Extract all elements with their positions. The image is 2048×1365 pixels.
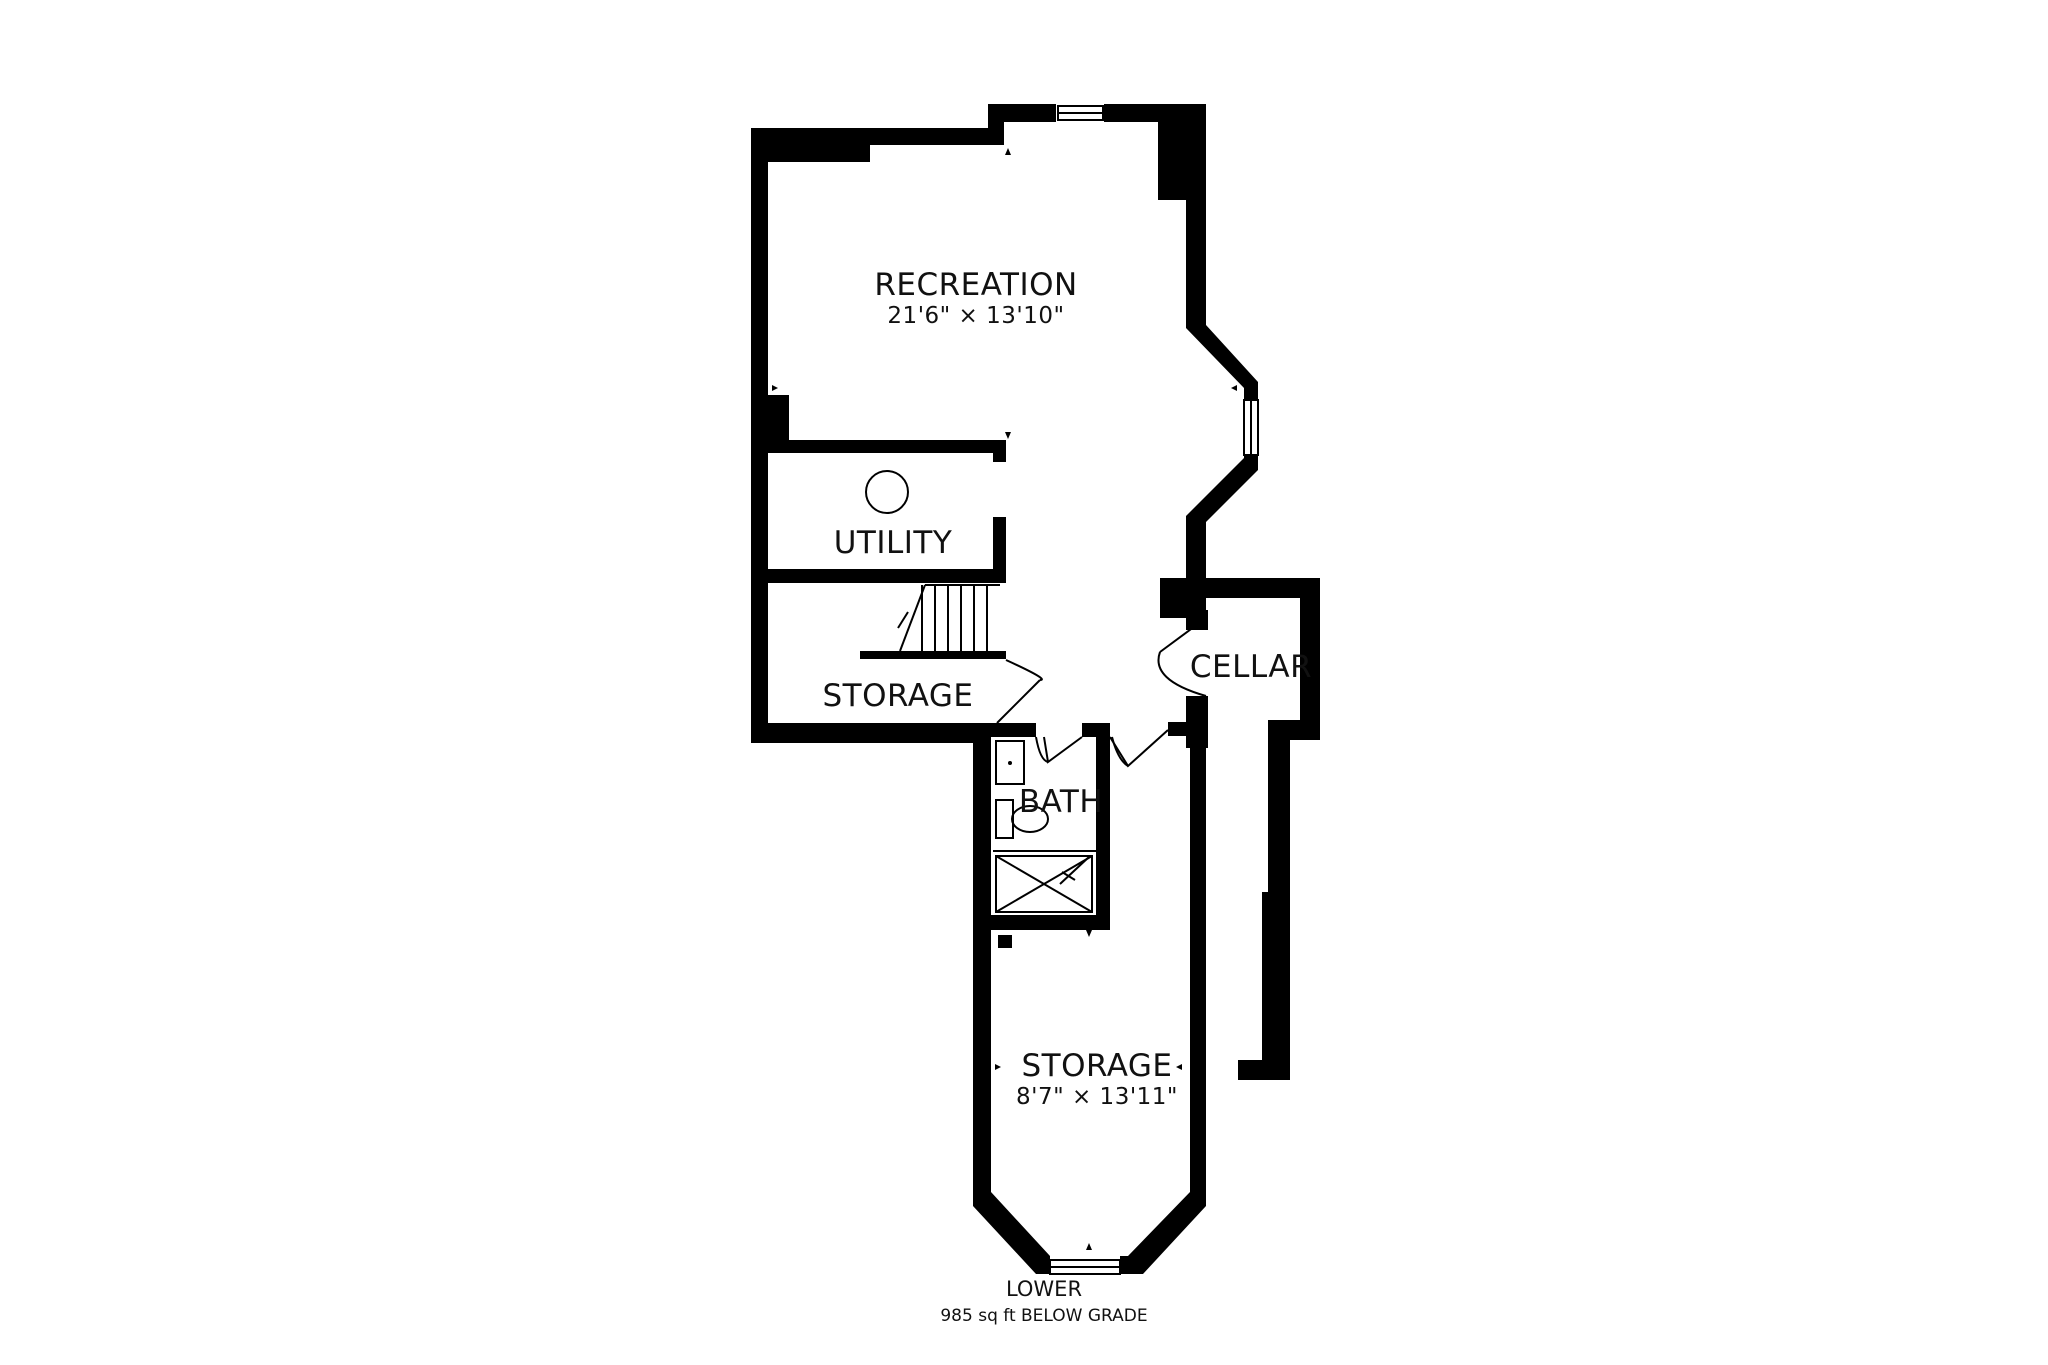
wall-utility-top-end	[993, 440, 1006, 462]
fixtures	[865, 470, 1098, 913]
floor-name: LOWER	[1006, 1277, 1082, 1301]
wall-storage-bottom	[751, 723, 991, 743]
wall-cellar-outer	[1206, 578, 1320, 1080]
wall-lower-left	[973, 723, 991, 1183]
wall-small-square	[998, 935, 1012, 948]
wall-cellar-pillar-low	[1186, 696, 1208, 748]
wall-bath-bottom	[991, 915, 1110, 930]
door-lower-storage-swing	[1111, 736, 1129, 767]
door-lower-storage	[1109, 729, 1169, 768]
water-heater-icon	[865, 470, 909, 514]
door-bath	[1043, 736, 1083, 764]
floor-area: 985 sq ft BELOW GRADE	[940, 1306, 1147, 1326]
toilet-bowl-icon	[1011, 805, 1049, 833]
windows	[1049, 105, 1259, 1275]
shower-icon	[995, 855, 1093, 913]
room-labels: RECREATION 21'6" × 13'10" UTILITY STORAG…	[822, 267, 1312, 1326]
walls	[751, 104, 1320, 1274]
dimension-markers	[772, 148, 1237, 1250]
doors	[996, 617, 1207, 768]
room-utility-name: UTILITY	[834, 525, 953, 561]
room-storage-lower-dims: 8'7" × 13'11"	[1016, 1084, 1178, 1110]
wall-cellar-right-thick	[1262, 892, 1290, 1080]
wall-bath-right	[1096, 730, 1110, 930]
room-bath-name: BATH	[1019, 784, 1103, 820]
wall-utility-right	[993, 517, 1006, 583]
sink-icon	[995, 740, 1025, 785]
door-storage-upper	[996, 659, 1043, 724]
door-cellar	[1157, 617, 1207, 697]
toilet-tank-icon	[995, 799, 1014, 839]
wall-right-bay-lower	[1186, 455, 1258, 578]
room-recreation-dims: 21'6" × 13'10"	[887, 303, 1064, 329]
room-storage-lower-name: STORAGE	[1021, 1048, 1172, 1084]
wall-utility-bottom	[768, 569, 1006, 583]
stairs	[897, 584, 1000, 652]
wall-lower-right	[1190, 725, 1206, 1183]
room-recreation-name: RECREATION	[874, 267, 1077, 303]
wall-stair-bar	[860, 651, 1006, 659]
wall-bath-top-a	[991, 723, 1036, 737]
wall-recreation-top-left	[751, 128, 1004, 162]
door-bath-swing	[1035, 736, 1049, 763]
room-storage-upper-name: STORAGE	[822, 678, 973, 714]
wall-right-upper	[1158, 104, 1258, 400]
wall-left-pillar	[751, 395, 789, 443]
room-cellar-name: CELLAR	[1190, 649, 1312, 685]
wall-lower-bay-left	[973, 1183, 1050, 1274]
wall-recreation-top-notch	[988, 104, 1056, 145]
wall-lower-bay-right	[1120, 1183, 1206, 1274]
wall-cellar-pillar-mid	[1186, 610, 1208, 630]
wall-utility-top	[768, 440, 1000, 453]
